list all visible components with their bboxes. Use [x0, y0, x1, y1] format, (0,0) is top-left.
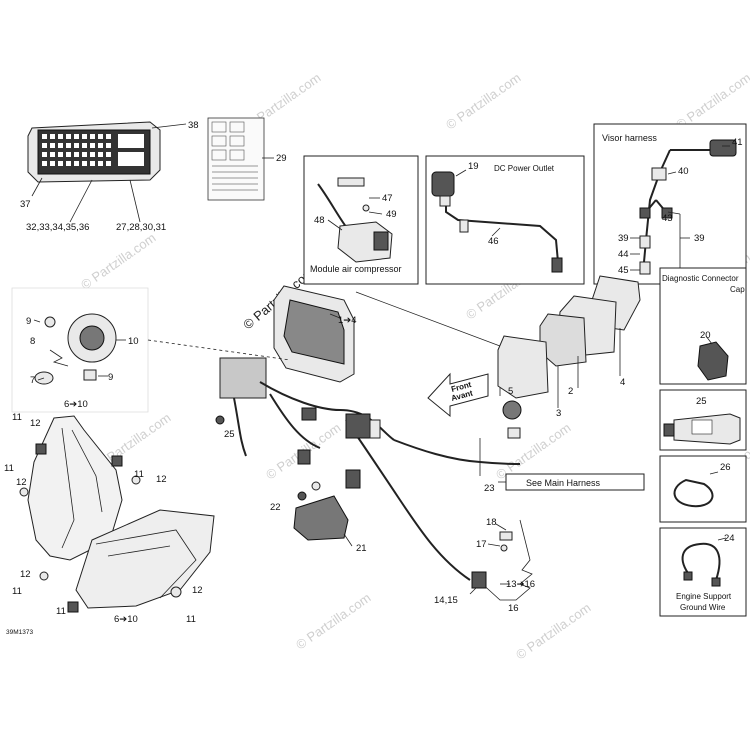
see-main-harness-label: See Main Harness [526, 478, 601, 488]
dc-power-outlet-panel [425, 155, 585, 285]
callout-25-tube: 25 [696, 396, 707, 407]
diagnostic-cap-label-2: Cap [730, 285, 745, 294]
callout-40: 40 [678, 166, 689, 177]
callout-11-f: 11 [56, 606, 66, 617]
callout-16: 16 [508, 603, 519, 614]
callout-39-right: 39 [694, 233, 705, 244]
callout-37: 37 [20, 199, 31, 210]
callout-32-36: 32,33,34,35,36 [26, 222, 89, 233]
headlight-bulb-detail [11, 287, 149, 413]
visor-harness-label: Visor harness [602, 133, 657, 143]
callout-20: 20 [700, 330, 711, 341]
right-headlight [67, 509, 215, 613]
ground-wire-label-2: Ground Wire [680, 603, 726, 612]
callout-10: 10 [128, 336, 139, 347]
watermark: © Partzilla.com [443, 70, 523, 133]
callout-47: 47 [382, 193, 393, 204]
module-air-compressor-label: Module air compressor [310, 264, 402, 274]
ground-wire-label-1: Engine Support [676, 592, 732, 601]
callout-1-4: 1➔4 [338, 315, 357, 326]
callout-12-c: 12 [16, 477, 27, 488]
ground-wire-panel [659, 527, 747, 617]
callout-labels: 38 37 32,33,34,35,36 27,28,30,31 29 47 4… [4, 120, 745, 636]
callout-21: 21 [356, 543, 367, 554]
callout-46: 46 [488, 236, 499, 247]
callout-7: 7 [30, 375, 35, 386]
tether-cord [469, 519, 533, 601]
callout-6-10-bottom: 6➔10 [114, 614, 138, 625]
callout-29: 29 [276, 153, 287, 164]
callout-23: 23 [484, 483, 495, 494]
callout-13-16: 13➔16 [506, 579, 535, 590]
callout-8: 8 [30, 336, 35, 347]
callout-43: 43 [662, 213, 673, 224]
callout-17: 17 [476, 539, 487, 550]
callout-49: 49 [386, 209, 397, 220]
voltage-regulator [293, 481, 353, 547]
front-direction-arrow: Front Avant [427, 372, 489, 418]
callout-12-d: 12 [20, 569, 31, 580]
sealant-tube-panel [659, 389, 747, 451]
label-sheet [207, 117, 274, 201]
callout-45: 45 [618, 265, 629, 276]
callout-9-bottom: 9 [108, 372, 113, 383]
fuse-box [27, 121, 187, 223]
callout-24: 24 [724, 533, 735, 544]
callout-44: 44 [618, 249, 629, 260]
callout-11-b: 11 [134, 469, 144, 480]
callout-9-top: 9 [26, 316, 31, 327]
diagnostic-connector-cap-panel [659, 267, 747, 385]
callout-12-b: 12 [156, 474, 167, 485]
callout-18: 18 [486, 517, 497, 528]
callout-19: 19 [468, 161, 479, 172]
callout-2: 2 [568, 386, 573, 397]
callout-12-e: 12 [192, 585, 203, 596]
callout-48: 48 [314, 215, 325, 226]
callout-12-a: 12 [30, 418, 41, 429]
callout-27-31: 27,28,30,31 [116, 222, 166, 233]
watermark: © Partzilla.com [513, 600, 593, 663]
strap-panel [659, 455, 747, 523]
callout-39-left: 39 [618, 233, 629, 244]
callout-41: 41 [732, 137, 743, 148]
callout-25-harness: 25 [224, 429, 235, 440]
diagram-code: 39M1373 [6, 629, 33, 636]
callout-26: 26 [720, 462, 731, 473]
callout-4: 4 [620, 377, 625, 388]
callout-6-10-top: 6➔10 [64, 399, 88, 410]
watermark: © Partzilla.com [493, 420, 573, 483]
callout-11-a: 11 [12, 412, 22, 423]
dc-power-outlet-label: DC Power Outlet [494, 164, 555, 173]
callout-14-15: 14,15 [434, 595, 458, 606]
callout-11-e: 11 [186, 614, 196, 625]
watermark: © Partzilla.com [293, 590, 373, 653]
callout-38: 38 [188, 120, 199, 131]
callout-11-c: 11 [4, 463, 14, 474]
watermark: © Partzilla.com [673, 70, 750, 133]
watermark: © Partzilla.com [78, 230, 158, 293]
cluster-exploded [497, 275, 641, 420]
callout-3: 3 [556, 408, 561, 419]
callout-5: 5 [508, 386, 513, 397]
diagnostic-cap-label-1: Diagnostic Connector [662, 274, 739, 283]
visor-harness-panel [593, 123, 747, 285]
main-harness [215, 357, 521, 581]
callout-22: 22 [270, 502, 281, 513]
module-air-compressor-panel [303, 155, 419, 285]
callout-11-d: 11 [12, 586, 22, 597]
